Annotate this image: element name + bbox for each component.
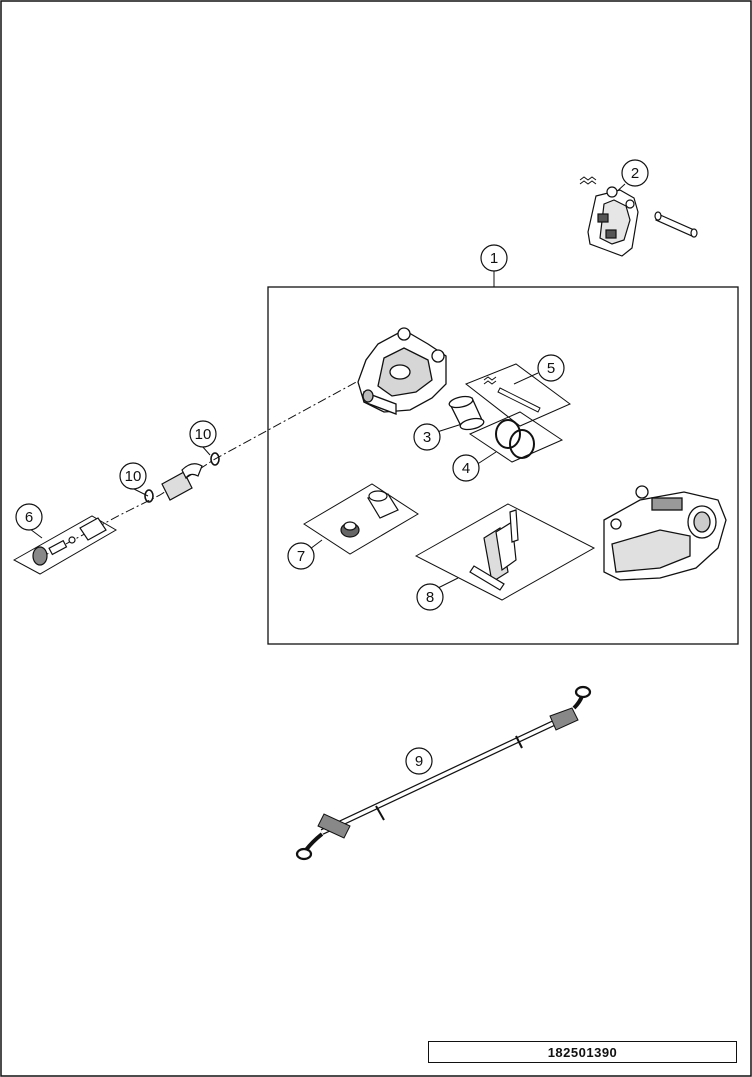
svg-text:4: 4 — [462, 460, 470, 477]
reference-number: 182501390 — [547, 1044, 618, 1060]
callout-6: 6 — [15, 503, 43, 531]
leader-lines — [29, 183, 626, 594]
svg-text:6: 6 — [25, 509, 33, 526]
small-spring-clip — [579, 176, 597, 185]
bleeder-screw-kit — [303, 483, 419, 555]
svg-text:7: 7 — [297, 548, 305, 565]
callout-2: 2 — [621, 159, 649, 187]
callout-7: 7 — [287, 542, 315, 570]
reference-number-box: 182501390 — [428, 1041, 737, 1063]
svg-text:10: 10 — [195, 426, 212, 443]
washer-right — [210, 452, 220, 466]
callout-10-left: 10 — [119, 462, 147, 490]
caliper-support-bracket — [587, 186, 639, 257]
svg-text:1: 1 — [490, 250, 498, 267]
brake-hose — [295, 685, 592, 861]
brake-caliper — [357, 327, 447, 415]
callout-10-right: 10 — [189, 420, 217, 448]
caliper-piston — [448, 395, 485, 431]
callout-3: 3 — [413, 423, 441, 451]
callout-8: 8 — [416, 583, 444, 611]
svg-text:2: 2 — [631, 165, 639, 182]
callout-4: 4 — [452, 454, 480, 482]
caliper-assembly-view — [603, 485, 727, 581]
caliper-pin — [654, 211, 698, 238]
callout-5: 5 — [537, 354, 565, 382]
banjo-connector — [161, 463, 203, 501]
svg-text:10: 10 — [125, 468, 142, 485]
banjo-fitting-kit — [12, 515, 117, 575]
assembly-group-box — [267, 286, 739, 645]
callout-9: 9 — [405, 747, 433, 775]
seal-kit — [468, 411, 564, 463]
svg-text:8: 8 — [426, 589, 434, 606]
svg-text:3: 3 — [423, 429, 431, 446]
pad-pin-kit — [465, 363, 571, 427]
svg-text:9: 9 — [415, 753, 423, 770]
washer-left — [144, 489, 154, 503]
brake-pad-kit — [414, 503, 596, 601]
callout-1: 1 — [480, 244, 508, 272]
svg-text:5: 5 — [547, 360, 555, 377]
